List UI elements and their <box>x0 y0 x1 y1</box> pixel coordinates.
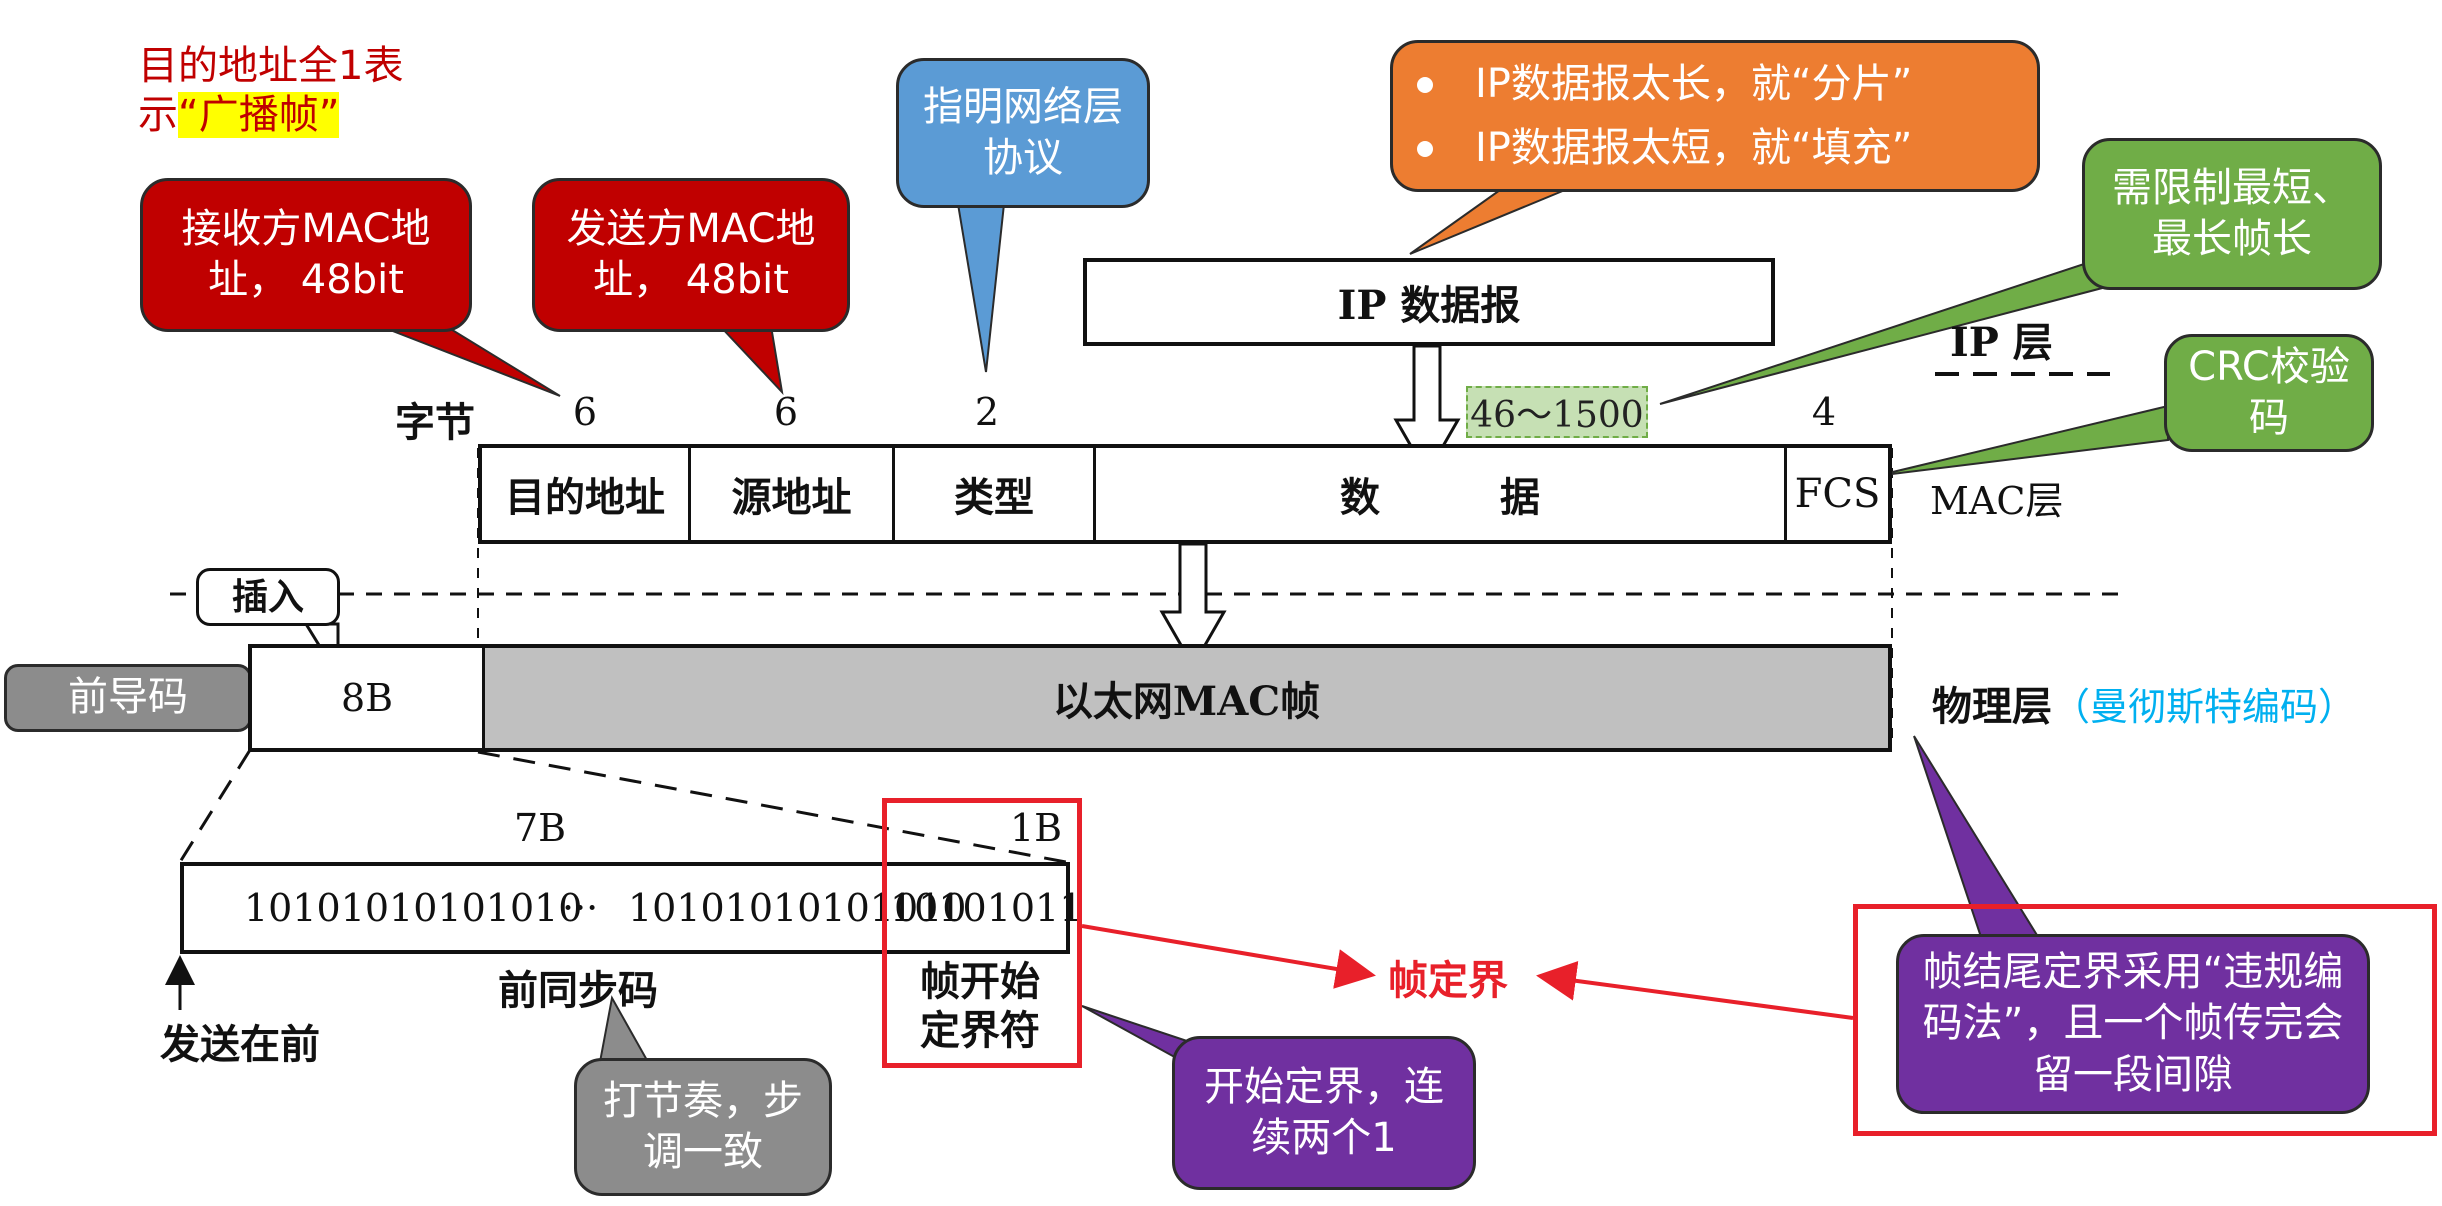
tail-crc <box>1875 404 2169 477</box>
size-fcs: 4 <box>1811 390 1837 434</box>
bits-sync-part2: 10101010101010 <box>628 886 967 930</box>
callout-preamble-text: 前导码 <box>68 674 188 721</box>
tail-ip <box>1409 189 1566 255</box>
callout-receiver-mac: 接收方MAC地址， 48bit <box>140 178 472 332</box>
callout-length-text: 需限制最短、最长帧长 <box>2112 164 2352 262</box>
ip-note-fragment: IP数据报太长，就“分片” <box>1417 53 2013 117</box>
sfd-arrow <box>1081 924 1376 989</box>
callout-rhythm: 打节奏，步调一致 <box>574 1058 832 1196</box>
callout-crc-text: CRC校验码 <box>2188 343 2350 441</box>
ip-note-padding-text: IP数据报太短，就“填充” <box>1475 125 1913 172</box>
end-delim-arrow <box>1536 960 1854 1020</box>
ip-note-padding: IP数据报太短，就“填充” <box>1417 117 2013 181</box>
send-first-label: 发送在前 <box>160 1021 320 1068</box>
broadcast-note: 目的地址全1表 示“广播帧” <box>138 42 468 140</box>
callout-sender-mac: 发送方MAC地址， 48bit <box>532 178 850 332</box>
ethernet-mac-frame: 以太网MAC帧 <box>485 648 1888 748</box>
callout-type: 指明网络层协议 <box>896 58 1150 208</box>
callout-start-delim-text: 开始定界，连续两个1 <box>1204 1063 1444 1161</box>
callout-preamble: 前导码 <box>4 664 252 732</box>
bits-sync-part1: 10101010101010 <box>244 886 583 930</box>
callout-end-delim-text: 帧结尾定界采用“违规编码法”，且一个帧传完会留一段间隙 <box>1922 949 2344 1098</box>
field-type: 类型 <box>895 448 1096 540</box>
size-type: 2 <box>974 390 1000 434</box>
sfd-label: 帧开始定界符 <box>920 958 1040 1054</box>
broadcast-frame-highlight: “广播帧” <box>178 91 340 138</box>
field-src-address: 源地址 <box>691 448 895 540</box>
encap-arrow-mac-phys <box>1159 542 1227 670</box>
size-1b: 1B <box>1009 806 1063 850</box>
preamble-8b: 8B <box>252 648 485 748</box>
field-data: 数 据 <box>1096 448 1787 540</box>
callout-insert-text: 插入 <box>231 575 304 618</box>
size-dest: 6 <box>572 390 598 434</box>
mac-layer-label: MAC层 <box>1930 479 2064 523</box>
size-src: 6 <box>773 390 799 434</box>
physical-layer-name: 物理层 <box>1932 683 2052 730</box>
data-length-range: 46～1500 <box>1466 386 1648 438</box>
preamble-detail-box: 10101010101010 ··· 10101010101010 101010… <box>180 862 1083 954</box>
callout-type-text: 指明网络层协议 <box>923 83 1123 181</box>
frame-delimit-label: 帧定界 <box>1388 958 1508 1004</box>
callout-length-limit: 需限制最短、最长帧长 <box>2082 138 2382 290</box>
physical-layer-label: 物理层（曼彻斯特编码） <box>1932 674 2356 732</box>
broadcast-note-prefix: 示 <box>138 91 178 138</box>
ip-layer-label: IP 层 <box>1950 319 2053 366</box>
callout-ip-fragment: IP数据报太长，就“分片” IP数据报太短，就“填充” <box>1390 40 2040 192</box>
size-7b: 7B <box>513 806 567 850</box>
tail-type <box>956 203 1006 373</box>
field-fcs: FCS <box>1794 471 1881 517</box>
sfd-highlight-box <box>882 798 1082 1068</box>
field-dest-address: 目的地址 <box>482 448 691 540</box>
bits-sfd: 10101011 <box>890 886 1084 930</box>
callout-receiver-text: 接收方MAC地址， 48bit <box>181 205 431 303</box>
manchester-encoding-label: （曼彻斯特编码） <box>2052 685 2357 729</box>
callout-rhythm-text: 打节奏，步调一致 <box>603 1077 803 1175</box>
expand-line-left <box>178 749 252 863</box>
mac-frame: 目的地址 源地址 类型 数 据 FCS <box>478 444 1892 544</box>
callout-start-delim: 开始定界，连续两个1 <box>1172 1036 1476 1190</box>
broadcast-note-line1: 目的地址全1表 <box>138 43 404 89</box>
expand-line-right <box>477 750 1067 864</box>
ip-note-fragment-text: IP数据报太长，就“分片” <box>1475 61 1913 108</box>
bullet-icon <box>1417 77 1433 93</box>
bits-ellipsis: ··· <box>562 886 599 930</box>
callout-sender-text: 发送方MAC地址， 48bit <box>566 205 816 303</box>
bytes-label: 字节 <box>395 399 475 446</box>
ip-datagram-box: IP 数据报 <box>1083 258 1775 346</box>
callout-end-delim: 帧结尾定界采用“违规编码法”，且一个帧传完会留一段间隙 <box>1896 934 2370 1114</box>
callout-insert: 插入 <box>196 568 340 626</box>
bullet-icon <box>1417 141 1433 157</box>
end-delim-frame <box>1853 904 2437 1136</box>
physical-frame: 8B 以太网MAC帧 <box>248 644 1892 752</box>
sync-code-label: 前同步码 <box>498 967 658 1014</box>
data-length-range-text: 46～1500 <box>1470 395 1644 436</box>
broadcast-note-line2: 示“广播帧” <box>138 91 468 140</box>
ip-datagram-label: IP 数据报 <box>1337 282 1521 329</box>
callout-crc: CRC校验码 <box>2164 334 2374 452</box>
